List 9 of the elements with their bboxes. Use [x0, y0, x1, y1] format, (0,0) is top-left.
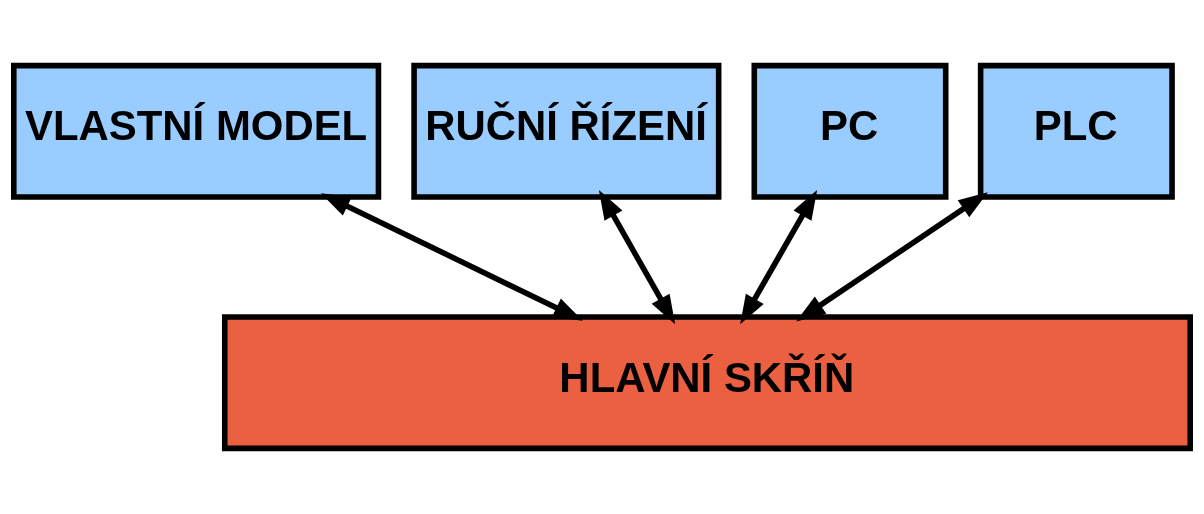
node-box: RUČNÍ ŘÍZENÍ	[411, 62, 722, 200]
arrow	[320, 193, 583, 321]
node-box: PLC	[977, 62, 1175, 200]
arrow	[598, 190, 676, 325]
node-box: HLAVNÍ SKŘÍŇ	[221, 314, 1193, 452]
node-box: PC	[751, 62, 949, 200]
arrow	[796, 192, 988, 322]
arrow	[740, 190, 818, 325]
node-box: VLASTNÍ MODEL	[11, 62, 382, 200]
